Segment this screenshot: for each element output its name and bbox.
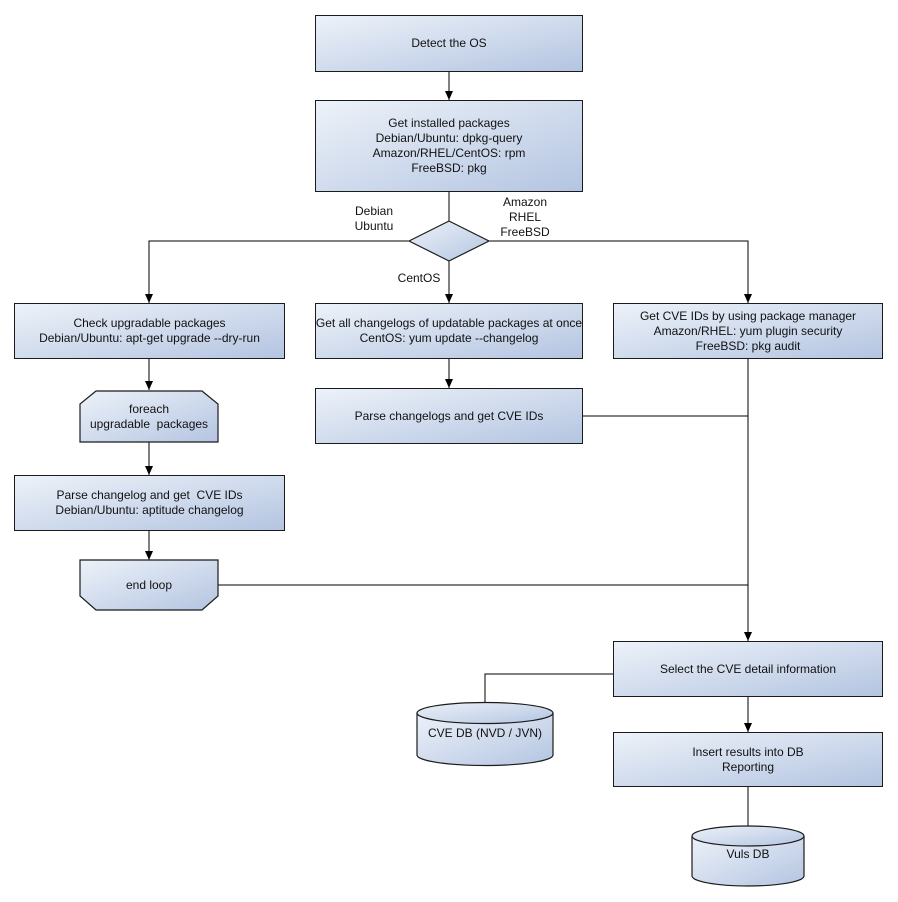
node-label: Check upgradable packages [73,316,226,330]
node-label: Detect the OS [411,36,487,50]
node-label: Amazon/RHEL/CentOS: rpm [372,146,526,160]
node-label: Insert results into DB [692,744,804,759]
node-get-installed-packages: Get installed packages Debian/Ubuntu: dp… [315,100,583,192]
arrowhead [445,294,453,303]
edge-label-line: CentOS [397,271,441,285]
node-detect-os: Detect the OS [315,15,583,72]
node-label: Amazon/RHEL: yum plugin security [653,323,843,338]
end-loop-shape [79,559,219,611]
node-label: FreeBSD: pkg [411,161,487,175]
arrowhead [744,294,752,303]
node-vuls-db: Vuls DB [692,832,804,877]
node-label: CVE DB (NVD / JVN) [427,725,542,740]
node-label: CentOS: yum update --changelog [359,331,539,345]
edge-label-line: Debian [354,204,394,218]
node-label: Debian/Ubuntu: aptitude changelog [55,503,244,517]
cve-db-cylinder-body [416,713,554,767]
node-label: end loop [125,577,173,592]
node-insert-results: Insert results into DB Reporting [613,732,883,787]
node-get-all-changelogs: Get all changelogs of updatable packages… [315,303,583,359]
node-label: Debian/Ubuntu: dpkg-query [375,131,523,145]
node-parse-changelogs: Parse changelogs and get CVE IDs [315,388,583,444]
node-cve-db: CVE DB (NVD / JVN) [417,709,553,757]
edge-cvedb-to-select [484,673,613,703]
arrowhead [145,294,153,303]
os-decision-diamond [407,220,491,262]
node-label: Vuls DB [726,847,770,861]
node-end-loop: end loop [80,560,218,610]
node-label: Parse changelogs and get CVE IDs [354,408,544,423]
node-label: Get all changelogs of updatable packages… [315,316,583,330]
edge-label-centos: CentOS [386,271,452,286]
node-label: Get CVE IDs by using package manager [639,308,857,323]
arrowhead [744,723,752,732]
node-label: Select the CVE detail information [659,661,837,676]
node-select-cve-detail: Select the CVE detail information [613,641,883,697]
node-check-upgradable-packages: Check upgradable packages Debian/Ubuntu:… [14,303,285,359]
arrowhead [744,632,752,641]
node-parse-changelog-debian: Parse changelog and get CVE IDs Debian/U… [14,475,285,531]
node-label: Parse changelog and get CVE IDs [56,488,243,502]
node-get-cve-ids-package-manager: Get CVE IDs by using package manager Ama… [613,303,883,359]
node-label: Debian/Ubuntu: apt-get upgrade --dry-run [39,331,260,345]
arrowhead [445,379,453,388]
arrowhead [445,91,453,100]
node-label: Reporting [721,759,775,774]
node-label: Get installed packages [388,116,510,130]
vuls-db-cylinder-top [691,825,805,847]
arrowhead [145,466,153,475]
edge-label-line: RHEL [508,210,541,224]
edge-label-line: Ubuntu [354,219,394,233]
node-foreach-loop: foreach upgradable packages [80,391,218,442]
node-label: upgradable packages [89,416,209,431]
foreach-loop-shape [79,390,219,443]
node-label: foreach [128,401,170,416]
edge-label-line: FreeBSD [500,225,550,239]
edge-label-line: Amazon [502,195,548,209]
cve-db-cylinder-top [416,701,554,725]
edge-label-amazon-rhel-freebsd: Amazon RHEL FreeBSD [492,195,558,240]
edge-label-debian-ubuntu: Debian Ubuntu [341,204,407,234]
vuls-db-cylinder-body [691,836,805,887]
edge-decision-to-check-upgradable [148,240,409,303]
arrowhead [145,381,153,390]
node-label: FreeBSD: pkg audit [695,338,801,353]
arrowhead [145,551,153,560]
edge-decision-to-get-cve-ids [489,240,749,303]
